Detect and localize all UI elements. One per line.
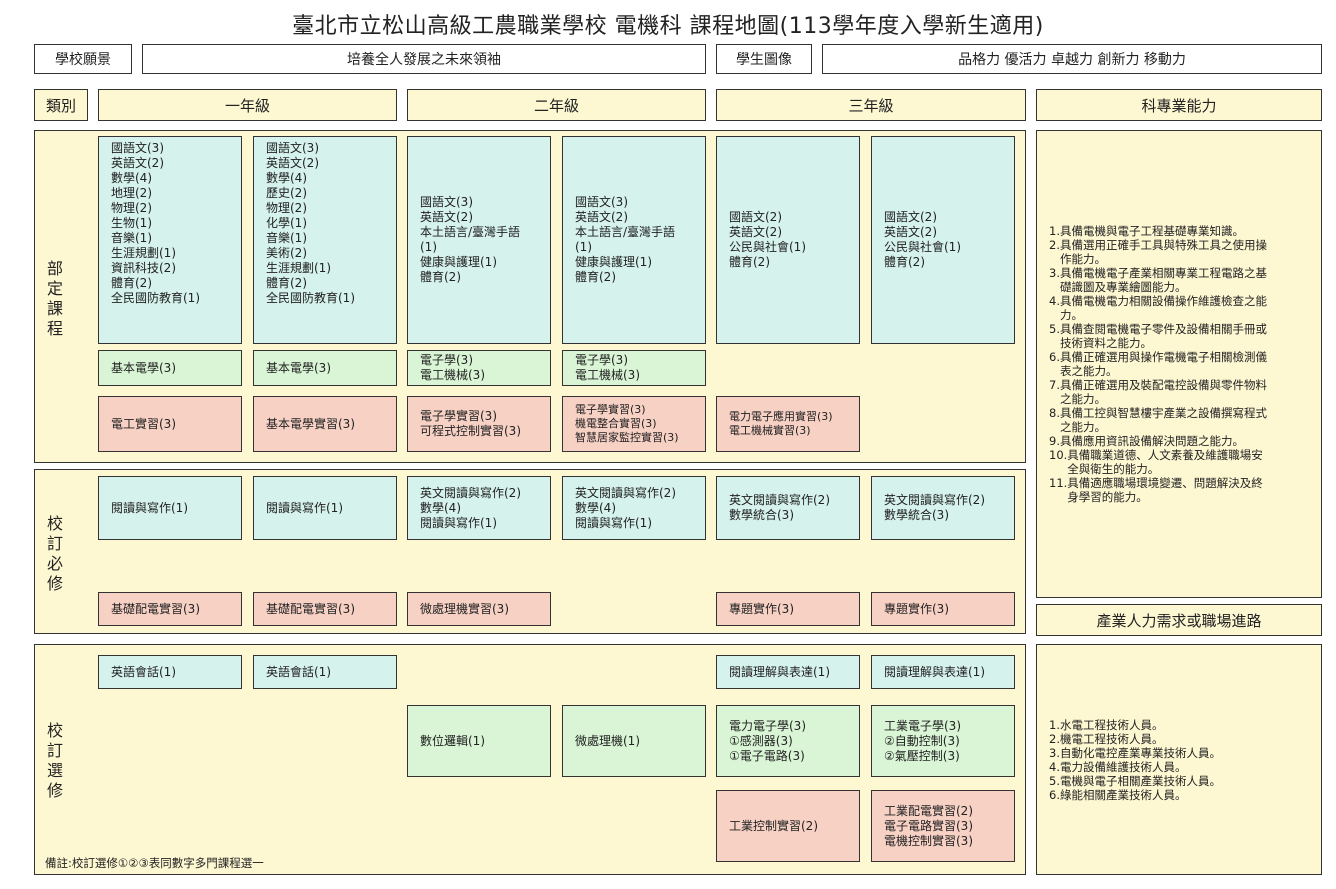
course-box: 微處理機實習(3): [407, 592, 551, 626]
grade2-header: 二年級: [407, 89, 706, 121]
course-box: 英文閱讀與寫作(2) 數學統合(3): [716, 476, 860, 540]
course-box: 工業電子學(3) ②自動控制(3) ②氣壓控制(3): [871, 705, 1015, 777]
abilities-header: 科專業能力: [1036, 89, 1322, 121]
elective-note: 備註:校訂選修①②③表同數字多門課程選一: [45, 856, 264, 870]
careers-header: 產業人力需求或職場進路: [1036, 604, 1322, 636]
course-box: 國語文(2) 英語文(2) 公民與社會(1) 體育(2): [716, 136, 860, 344]
course-box: 基礎配電實習(3): [253, 592, 397, 626]
course-box: 基礎配電實習(3): [98, 592, 242, 626]
course-box: 專題實作(3): [871, 592, 1015, 626]
vision-label: 學校願景: [34, 44, 132, 74]
course-box: 電子學(3) 電工機械(3): [407, 350, 551, 386]
course-box: 國語文(3) 英語文(2) 本土語言/臺灣手語 (1) 健康與護理(1) 體育(…: [407, 136, 551, 344]
student-value: 品格力 優活力 卓越力 創新力 移動力: [822, 44, 1322, 74]
course-box: 閱讀與寫作(1): [98, 476, 242, 540]
course-box: 數位邏輯(1): [407, 705, 551, 777]
course-box: 英文閱讀與寫作(2) 數學(4) 閱讀與寫作(1): [562, 476, 706, 540]
page-title: 臺北市立松山高級工農職業學校 電機科 課程地圖(113學年度入學新生適用): [292, 14, 1044, 39]
course-box: 國語文(3) 英語文(2) 本土語言/臺灣手語 (1) 健康與護理(1) 體育(…: [562, 136, 706, 344]
course-box: 電力電子學(3) ①感測器(3) ①電子電路(3): [716, 705, 860, 777]
vision-value: 培養全人發展之未來領袖: [142, 44, 706, 74]
course-box: 電子學實習(3) 可程式控制實習(3): [407, 396, 551, 452]
student-label: 學生圖像: [716, 44, 812, 74]
careers-panel: 1.水電工程技術人員。 2.機電工程技術人員。 3.自動化電控產業專業技術人員。…: [1036, 644, 1322, 875]
course-box: 電子學實習(3) 機電整合實習(3) 智慧居家監控實習(3): [562, 396, 706, 452]
course-box: 國語文(3) 英語文(2) 數學(4) 歷史(2) 物理(2) 化學(1) 音樂…: [253, 136, 397, 344]
course-box: 閱讀理解與表達(1): [716, 655, 860, 689]
course-box: 英文閱讀與寫作(2) 數學統合(3): [871, 476, 1015, 540]
course-box: 國語文(2) 英語文(2) 公民與社會(1) 體育(2): [871, 136, 1015, 344]
course-box: 英文閱讀與寫作(2) 數學(4) 閱讀與寫作(1): [407, 476, 551, 540]
course-box: 微處理機(1): [562, 705, 706, 777]
course-box: 基本電學(3): [98, 350, 242, 386]
required-section-label: 部定課程: [46, 259, 63, 338]
course-box: 英語會話(1): [98, 655, 242, 689]
course-box: 基本電學實習(3): [253, 396, 397, 452]
course-box: 專題實作(3): [716, 592, 860, 626]
course-box: 工業配電實習(2) 電子電路實習(3) 電機控制實習(3): [871, 790, 1015, 862]
course-box: 工業控制實習(2): [716, 790, 860, 862]
grade1-header: 一年級: [98, 89, 397, 121]
course-box: 電工實習(3): [98, 396, 242, 452]
course-box: 基本電學(3): [253, 350, 397, 386]
school-required-section-label: 校訂必修: [46, 514, 63, 593]
grade3-header: 三年級: [716, 89, 1026, 121]
abilities-panel: 1.具備電機與電子工程基礎專業知識。 2.具備選用正確手工具與特殊工具之使用操 …: [1036, 130, 1322, 598]
course-box: 國語文(3) 英語文(2) 數學(4) 地理(2) 物理(2) 生物(1) 音樂…: [98, 136, 242, 344]
course-box: 英語會話(1): [253, 655, 397, 689]
category-header: 類別: [34, 89, 88, 121]
course-box: 電子學(3) 電工機械(3): [562, 350, 706, 386]
school-elective-section-label: 校訂選修: [46, 721, 63, 800]
course-box: 電力電子應用實習(3) 電工機械實習(3): [716, 396, 860, 452]
course-box: 閱讀與寫作(1): [253, 476, 397, 540]
course-box: 閱讀理解與表達(1): [871, 655, 1015, 689]
